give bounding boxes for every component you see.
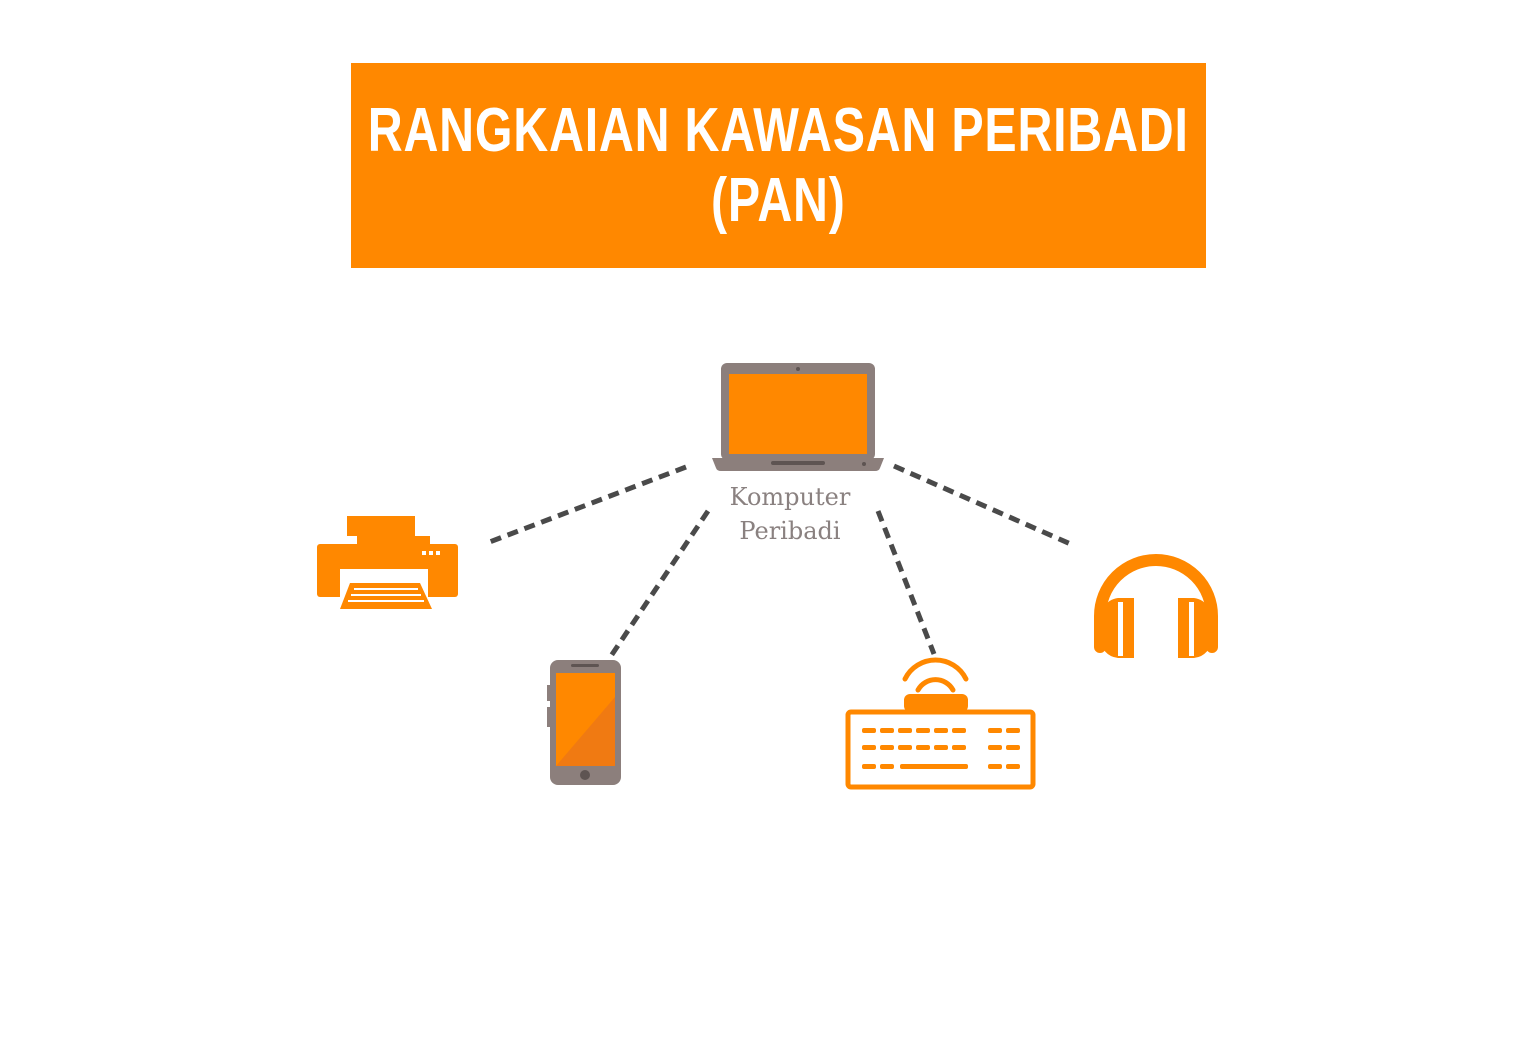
link-keyboard [875, 510, 937, 655]
hub-label: Komputer Peribadi [690, 480, 890, 548]
hub-label-line-2: Peribadi [739, 517, 841, 545]
connection-links [486, 463, 1077, 658]
wireless-keyboard-icon [845, 657, 1036, 790]
title-line-2: (PAN) [711, 165, 846, 235]
printer-icon [317, 516, 458, 609]
title-line-1: RANGKAIAN KAWASAN PERIBADI [368, 95, 1189, 165]
link-smartphone [608, 509, 711, 658]
link-headphones [892, 463, 1077, 549]
laptop-icon [712, 363, 884, 471]
link-printer [486, 464, 687, 546]
title-banner: RANGKAIAN KAWASAN PERIBADI (PAN) [351, 63, 1206, 268]
hub-label-line-1: Komputer [729, 483, 851, 511]
smartphone-icon [547, 660, 621, 785]
headphones-icon [1094, 554, 1218, 658]
